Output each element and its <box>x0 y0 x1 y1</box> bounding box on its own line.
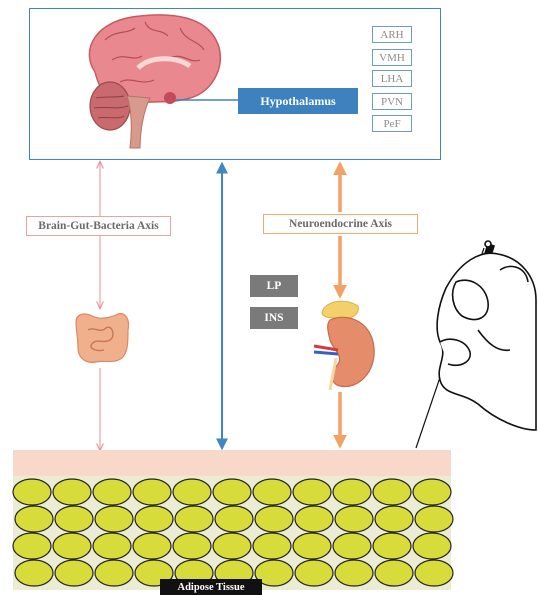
leptin-tag: LP <box>250 275 298 297</box>
adipocyte-cell <box>93 479 131 505</box>
nucleus-arh-label: ARH <box>372 26 412 43</box>
adipocyte-cell <box>295 560 333 586</box>
adipocyte-cell <box>375 506 413 532</box>
adipocyte-cell <box>213 533 251 559</box>
adipose-tissue-label: Adipose Tissue <box>160 579 262 595</box>
adipocyte-cell <box>415 560 453 586</box>
adipocyte-cell <box>295 506 333 532</box>
adipocyte-cell <box>373 533 411 559</box>
adipocyte-cell <box>335 560 373 586</box>
adipocyte-cell <box>375 560 413 586</box>
adipocyte-cell <box>173 479 211 505</box>
adipocyte-cell <box>253 533 291 559</box>
adipocyte-cell <box>15 506 53 532</box>
adipocyte-cell <box>135 506 173 532</box>
adipocyte-cell <box>13 533 51 559</box>
adipocyte-cell <box>333 533 371 559</box>
adipocyte-cell <box>255 506 293 532</box>
insulin-tag: INS <box>250 307 298 329</box>
adipocyte-cell <box>335 506 373 532</box>
adipocyte-cell <box>15 560 53 586</box>
adipocyte-cell <box>175 506 213 532</box>
adipocyte-cell <box>215 506 253 532</box>
adipocyte-cell <box>293 533 331 559</box>
adipocyte-cell <box>133 533 171 559</box>
adipocyte-cell <box>55 506 93 532</box>
adipocyte-cell <box>333 479 371 505</box>
neuroendocrine-axis-label: Neuroendocrine Axis <box>263 214 418 234</box>
adipocyte-cell <box>253 479 291 505</box>
adipocyte-cell <box>93 533 131 559</box>
nucleus-pef-label: PeF <box>372 115 412 132</box>
adipocyte-cell <box>53 479 91 505</box>
adipocyte-cell <box>13 479 51 505</box>
adipocyte-cell <box>133 479 171 505</box>
adipocyte-cell <box>53 533 91 559</box>
adipocyte-cell <box>95 560 133 586</box>
adipocyte-cell <box>95 506 133 532</box>
intestine-illustration <box>76 314 129 363</box>
brain-gut-bacteria-axis-label: Brain-Gut-Bacteria Axis <box>26 216 171 236</box>
adipocyte-cell <box>413 479 451 505</box>
adipocyte-cell <box>55 560 93 586</box>
kidney-illustration <box>314 301 374 390</box>
nucleus-vmh-label: VMH <box>372 49 412 66</box>
adipocyte-cell <box>413 533 451 559</box>
adipocyte-cell <box>373 479 411 505</box>
adipocyte-cell <box>173 533 211 559</box>
hand-with-pen-illustration <box>416 241 536 448</box>
adipocyte-cell <box>213 479 251 505</box>
nucleus-pvn-label: PVN <box>372 93 412 110</box>
adipocyte-cell <box>293 479 331 505</box>
nucleus-lha-label: LHA <box>372 70 412 87</box>
adipocyte-cell <box>415 506 453 532</box>
brain-illustration <box>89 15 220 148</box>
hypothalamus-label: Hypothalamus <box>238 88 358 114</box>
